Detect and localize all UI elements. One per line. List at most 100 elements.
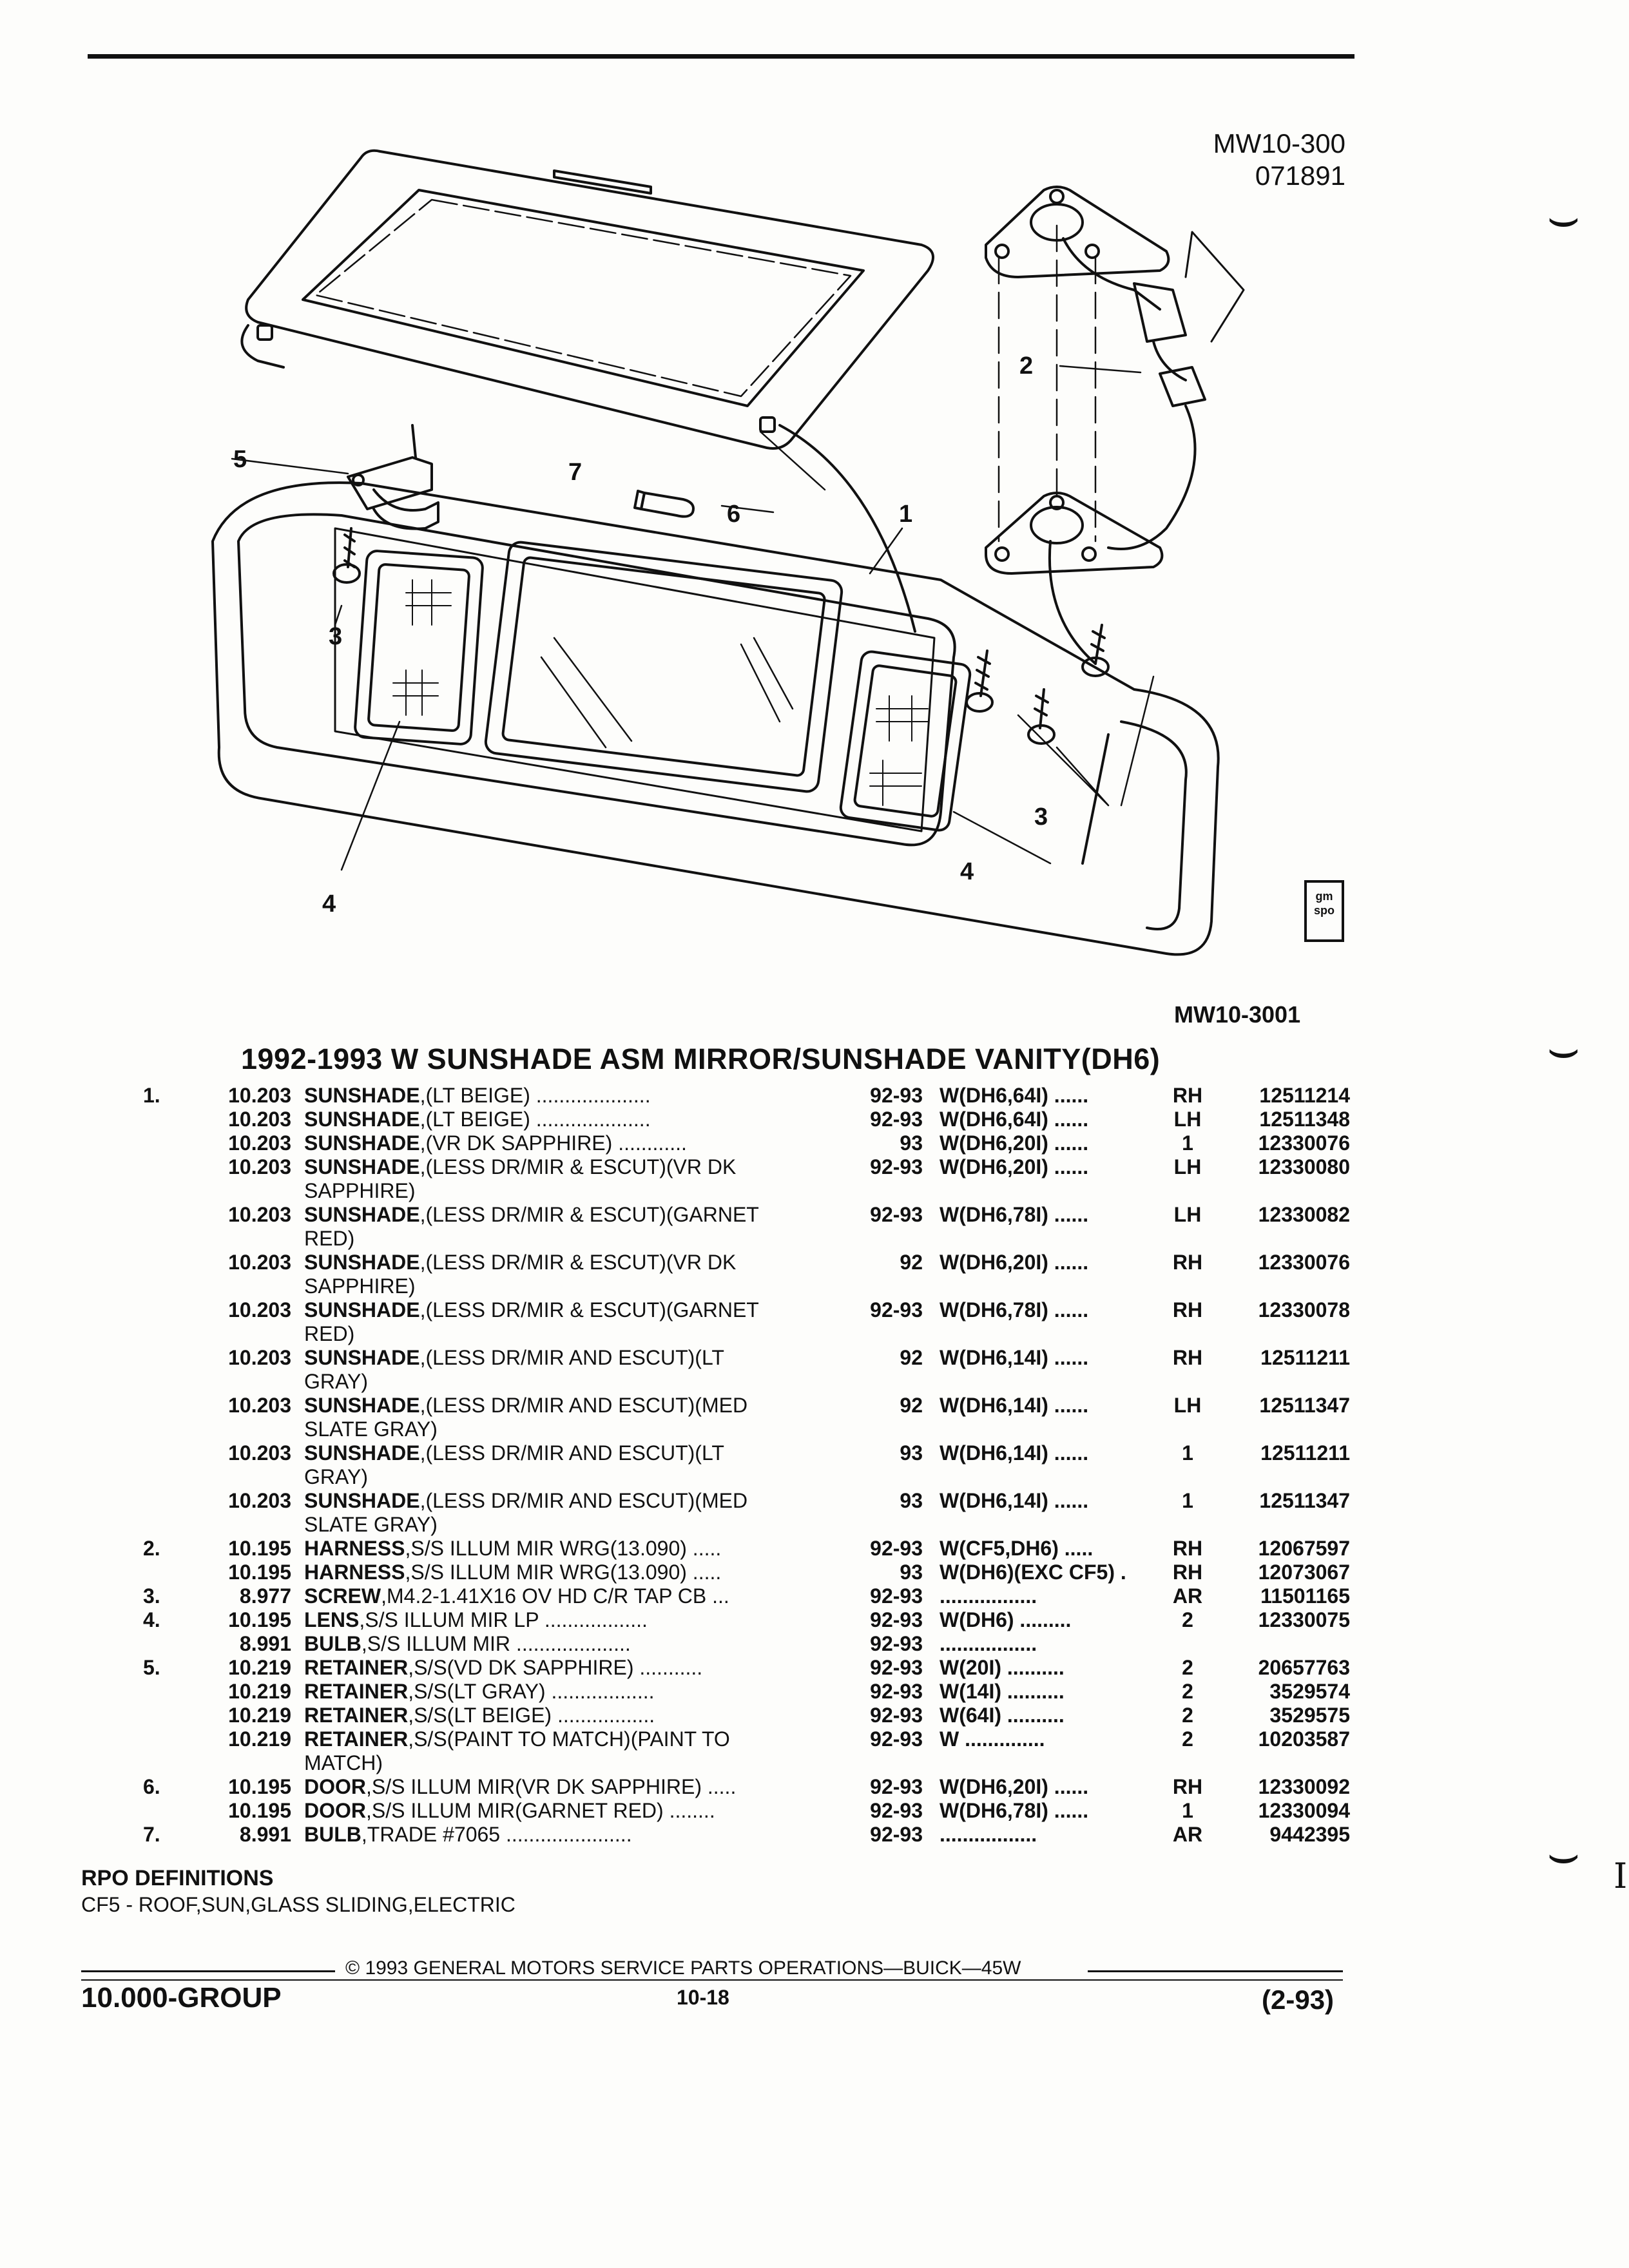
page-number: 10-18 — [677, 1986, 729, 2009]
part-years: 92-93 — [870, 1727, 923, 1751]
part-name: LENS — [304, 1608, 360, 1631]
part-name: BULB — [304, 1632, 361, 1655]
part-number: 20657763 — [1258, 1656, 1350, 1679]
part-application: W(DH6,78I) ...... — [940, 1799, 1089, 1822]
part-application: W(CF5,DH6) ..... — [940, 1537, 1094, 1560]
part-description-continued: SAPPHIRE) — [304, 1179, 416, 1202]
part-name: SUNSHADE — [304, 1394, 420, 1417]
part-years: 92-93 — [870, 1799, 923, 1822]
callout-7: 7 — [568, 459, 582, 486]
part-application: W(DH6,64I) ...... — [940, 1084, 1089, 1107]
part-name: SUNSHADE — [304, 1203, 420, 1226]
part-group-code: 10.203 — [228, 1394, 291, 1417]
part-number: 12330078 — [1258, 1298, 1350, 1321]
copyright: © 1993 GENERAL MOTORS SERVICE PARTS OPER… — [345, 1957, 1021, 1979]
part-description-text: ,(LESS DR/MIR AND ESCUT)(MED — [419, 1489, 748, 1512]
figure-code: MW10-300 071891 — [1213, 128, 1345, 192]
part-description: RETAINER,S/S(PAINT TO MATCH)(PAINT TO — [304, 1727, 730, 1751]
part-quantity: 1 — [1182, 1441, 1193, 1465]
part-description: RETAINER,S/S(LT BEIGE) ................. — [304, 1704, 655, 1727]
part-group-code: 10.203 — [228, 1155, 291, 1178]
part-application: W(DH6,20I) ...... — [940, 1775, 1089, 1798]
part-item-number: 4. — [143, 1608, 160, 1631]
part-description: HARNESS,S/S ILLUM MIR WRG(13.090) ..... — [304, 1537, 721, 1561]
part-description: SUNSHADE,(LESS DR/MIR AND ESCUT)(MED — [304, 1394, 747, 1418]
part-years: 92-93 — [870, 1823, 923, 1846]
part-description: SUNSHADE,(LESS DR/MIR AND ESCUT)(MED — [304, 1489, 747, 1513]
part-group-code: 10.203 — [228, 1298, 291, 1321]
part-number: 12330080 — [1258, 1155, 1350, 1178]
part-application: ................. — [940, 1823, 1037, 1846]
mirror — [484, 541, 843, 793]
part-number: 12330076 — [1258, 1251, 1350, 1274]
part-years: 92-93 — [870, 1084, 923, 1107]
part-quantity: 1 — [1182, 1799, 1193, 1822]
part-application: W(DH6,14I) ...... — [940, 1441, 1089, 1465]
callout-2: 2 — [1019, 352, 1033, 380]
part-quantity: RH — [1172, 1346, 1203, 1369]
part-name: SUNSHADE — [304, 1346, 420, 1369]
part-group-code: 8.991 — [239, 1632, 291, 1655]
part-years: 92-93 — [870, 1680, 923, 1703]
part-description-continued: RED) — [304, 1322, 355, 1345]
part-group-code: 10.219 — [228, 1704, 291, 1727]
part-years: 92-93 — [870, 1203, 923, 1226]
callout-6: 6 — [727, 501, 740, 528]
part-group-code: 10.203 — [228, 1346, 291, 1369]
part-description-text: ,(LESS DR/MIR & ESCUT)(GARNET — [419, 1298, 759, 1321]
part-description-text: ,S/S ILLUM MIR .................... — [361, 1632, 631, 1655]
part-years: 92-93 — [870, 1298, 923, 1321]
part-name: DOOR — [304, 1799, 366, 1822]
callout-4-left: 4 — [322, 890, 336, 918]
part-name: SUNSHADE — [304, 1108, 420, 1131]
sunshade-illustration: 1 2 3 3 4 4 5 6 7 — [211, 149, 1245, 956]
rpo-title: RPO DEFINITIONS — [81, 1866, 274, 1890]
part-years: 92-93 — [870, 1775, 923, 1798]
part-application: W(DH6,78I) ...... — [940, 1203, 1089, 1226]
part-name: SCREW — [304, 1584, 381, 1608]
part-description: RETAINER,S/S(LT GRAY) .................. — [304, 1680, 654, 1704]
part-quantity: RH — [1172, 1775, 1203, 1798]
visor-body — [211, 481, 1220, 956]
part-quantity: 1 — [1182, 1131, 1193, 1155]
gm-spo-logo: gm spo — [1304, 880, 1344, 942]
part-application: ................. — [940, 1584, 1037, 1608]
part-years: 93 — [900, 1489, 923, 1512]
part-description-text: ,(LESS DR/MIR & ESCUT)(VR DK — [419, 1251, 737, 1274]
part-quantity: RH — [1172, 1298, 1203, 1321]
part-group-code: 10.203 — [228, 1489, 291, 1512]
part-quantity: 2 — [1182, 1704, 1193, 1727]
part-group-code: 10.195 — [228, 1799, 291, 1822]
part-application: W(DH6)(EXC CF5) . — [940, 1561, 1126, 1584]
part-description: DOOR,S/S ILLUM MIR(VR DK SAPPHIRE) ..... — [304, 1775, 736, 1799]
part-name: HARNESS — [304, 1537, 405, 1560]
part-description-text: ,TRADE #7065 ...................... — [361, 1823, 632, 1846]
part-item-number: 7. — [143, 1823, 160, 1846]
part-description-text: ,S/S(LT GRAY) .................. — [408, 1680, 655, 1703]
part-description: LENS,S/S ILLUM MIR LP .................. — [304, 1608, 648, 1632]
part-name: SUNSHADE — [304, 1489, 420, 1512]
part-name: SUNSHADE — [304, 1131, 420, 1155]
part-years: 92 — [900, 1346, 923, 1369]
part-group-code: 10.203 — [228, 1251, 291, 1274]
part-quantity: LH — [1173, 1108, 1202, 1131]
part-description: SUNSHADE,(VR DK SAPPHIRE) ............ — [304, 1131, 687, 1155]
part-description: SUNSHADE,(LESS DR/MIR AND ESCUT)(LT — [304, 1346, 724, 1370]
part-application: W(DH6,14I) ...... — [940, 1346, 1089, 1369]
part-number: 12330092 — [1258, 1775, 1350, 1798]
part-number: 12511211 — [1260, 1441, 1350, 1465]
part-quantity: RH — [1172, 1561, 1203, 1584]
part-quantity: 2 — [1182, 1680, 1193, 1703]
callout-3-left: 3 — [329, 623, 342, 650]
right-lens — [839, 650, 972, 832]
part-description-text: ,(LT BEIGE) .................... — [419, 1108, 651, 1131]
part-description-text: ,S/S ILLUM MIR LP .................. — [359, 1608, 648, 1631]
part-description: DOOR,S/S ILLUM MIR(GARNET RED) ........ — [304, 1799, 715, 1823]
part-application: W .............. — [940, 1727, 1045, 1751]
part-quantity: RH — [1172, 1251, 1203, 1274]
part-years: 92-93 — [870, 1155, 923, 1178]
margin-mark-3: ⌣ — [1547, 1823, 1581, 1883]
leader-lines — [231, 365, 1155, 871]
part-number: 12511348 — [1259, 1108, 1350, 1131]
part-application: ................. — [940, 1632, 1037, 1655]
